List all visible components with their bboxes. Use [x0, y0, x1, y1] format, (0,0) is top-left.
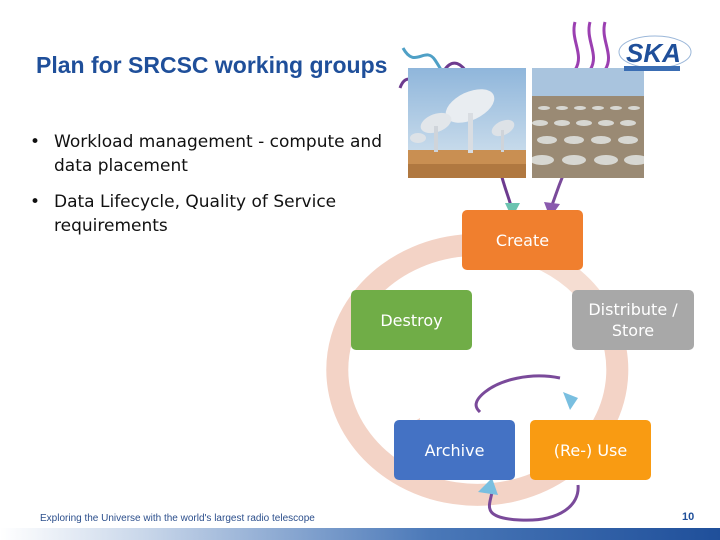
- slide-title: Plan for SRCSC working groups: [36, 52, 388, 78]
- destroy-box: Destroy: [351, 290, 472, 350]
- squiggle-arrow-icon: [487, 484, 580, 522]
- create-box: Create: [462, 210, 583, 270]
- footer-tagline: Exploring the Universe with the world's …: [40, 513, 315, 524]
- bullet-marker: •: [30, 192, 41, 212]
- use-box: (Re-) Use: [530, 420, 651, 480]
- dish-antenna-photo: [408, 68, 526, 178]
- archive-box: Archive: [394, 420, 515, 480]
- bullet-text: Workload management - compute and data p…: [54, 132, 382, 176]
- bullet-list: • Workload management - compute and data…: [30, 130, 410, 250]
- distribute-box: Distribute / Store: [572, 290, 694, 350]
- footer-bar: [0, 528, 720, 540]
- ska-logo-bar: [624, 66, 680, 71]
- page-number: 10: [682, 511, 695, 523]
- squiggle-arrow-icon: [474, 374, 561, 414]
- aperture-array-photo: [532, 68, 644, 178]
- bullet-item: • Data Lifecycle, Quality of Service req…: [30, 190, 410, 238]
- bullet-marker: •: [30, 132, 41, 152]
- ska-logo-text: SKA: [626, 38, 681, 68]
- bullet-text: Data Lifecycle, Quality of Service requi…: [54, 192, 337, 236]
- bullet-item: • Workload management - compute and data…: [30, 130, 410, 178]
